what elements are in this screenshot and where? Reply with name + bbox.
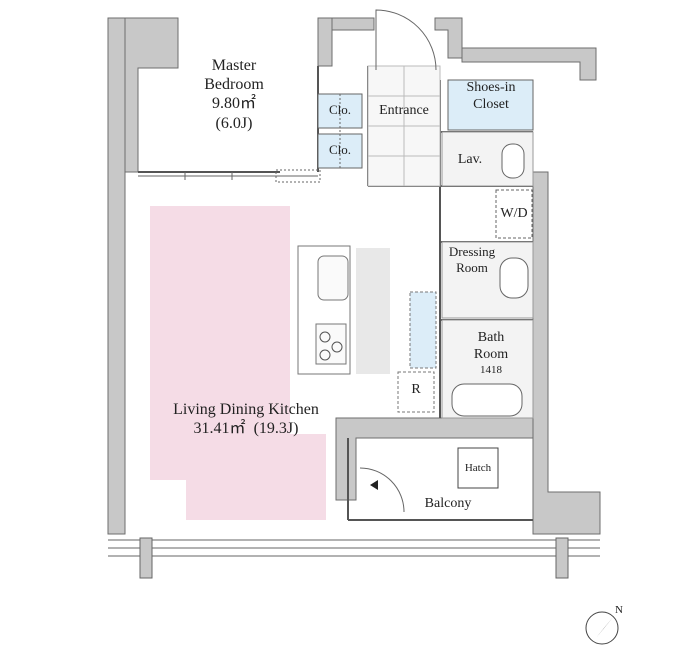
hatch-label: Hatch: [464, 462, 492, 474]
ldk-jo: (19.3J): [253, 420, 299, 438]
balcony-door-arrow: [370, 480, 378, 490]
bath-room-label: Bath Room 1418: [473, 330, 509, 376]
dressing-room-label: Dressing Room: [448, 244, 496, 275]
ldk-label: Living Dining Kitchen 31.41㎡ (19.3J): [173, 401, 319, 438]
entrance-door-swing: [375, 9, 437, 71]
bedroom-sliding-partition: [138, 169, 321, 183]
closet-2-label: Clo.: [328, 142, 352, 157]
entrance-floor: [367, 65, 441, 187]
balcony-label: Balcony: [424, 496, 472, 511]
ldk-highlight: [150, 206, 326, 520]
ldk-area: 31.41㎡: [193, 420, 246, 438]
balcony-door-swing: [359, 467, 405, 513]
kitchen-counter-back: [356, 248, 390, 374]
hatch-box: [457, 447, 499, 489]
structural-walls: [107, 17, 601, 535]
compass: [585, 611, 619, 645]
lavatory-label: Lav.: [457, 152, 483, 167]
wash-basin: [499, 257, 529, 299]
bathtub: [451, 383, 523, 417]
compass-north-label: N: [615, 604, 623, 616]
closet-1-label: Clo.: [328, 102, 352, 117]
shoes-closet: [447, 79, 534, 131]
refrigerator-label: R: [411, 382, 421, 397]
shoes-closet-label: Shoes-in Closet: [466, 80, 516, 112]
toilet: [501, 143, 525, 179]
entrance-label: Entrance: [379, 103, 429, 118]
wd-label: W/D: [500, 206, 528, 221]
refrigerator-box: [397, 371, 435, 413]
wd-area: [495, 189, 533, 239]
bedroom-closets: [317, 93, 363, 169]
kitchen-island: [297, 245, 351, 375]
balcony-rail: [108, 537, 600, 579]
master-bedroom-label: Master Bedroom 9.80㎡ (6.0J): [204, 57, 264, 132]
pantry-shelf: [409, 291, 437, 369]
